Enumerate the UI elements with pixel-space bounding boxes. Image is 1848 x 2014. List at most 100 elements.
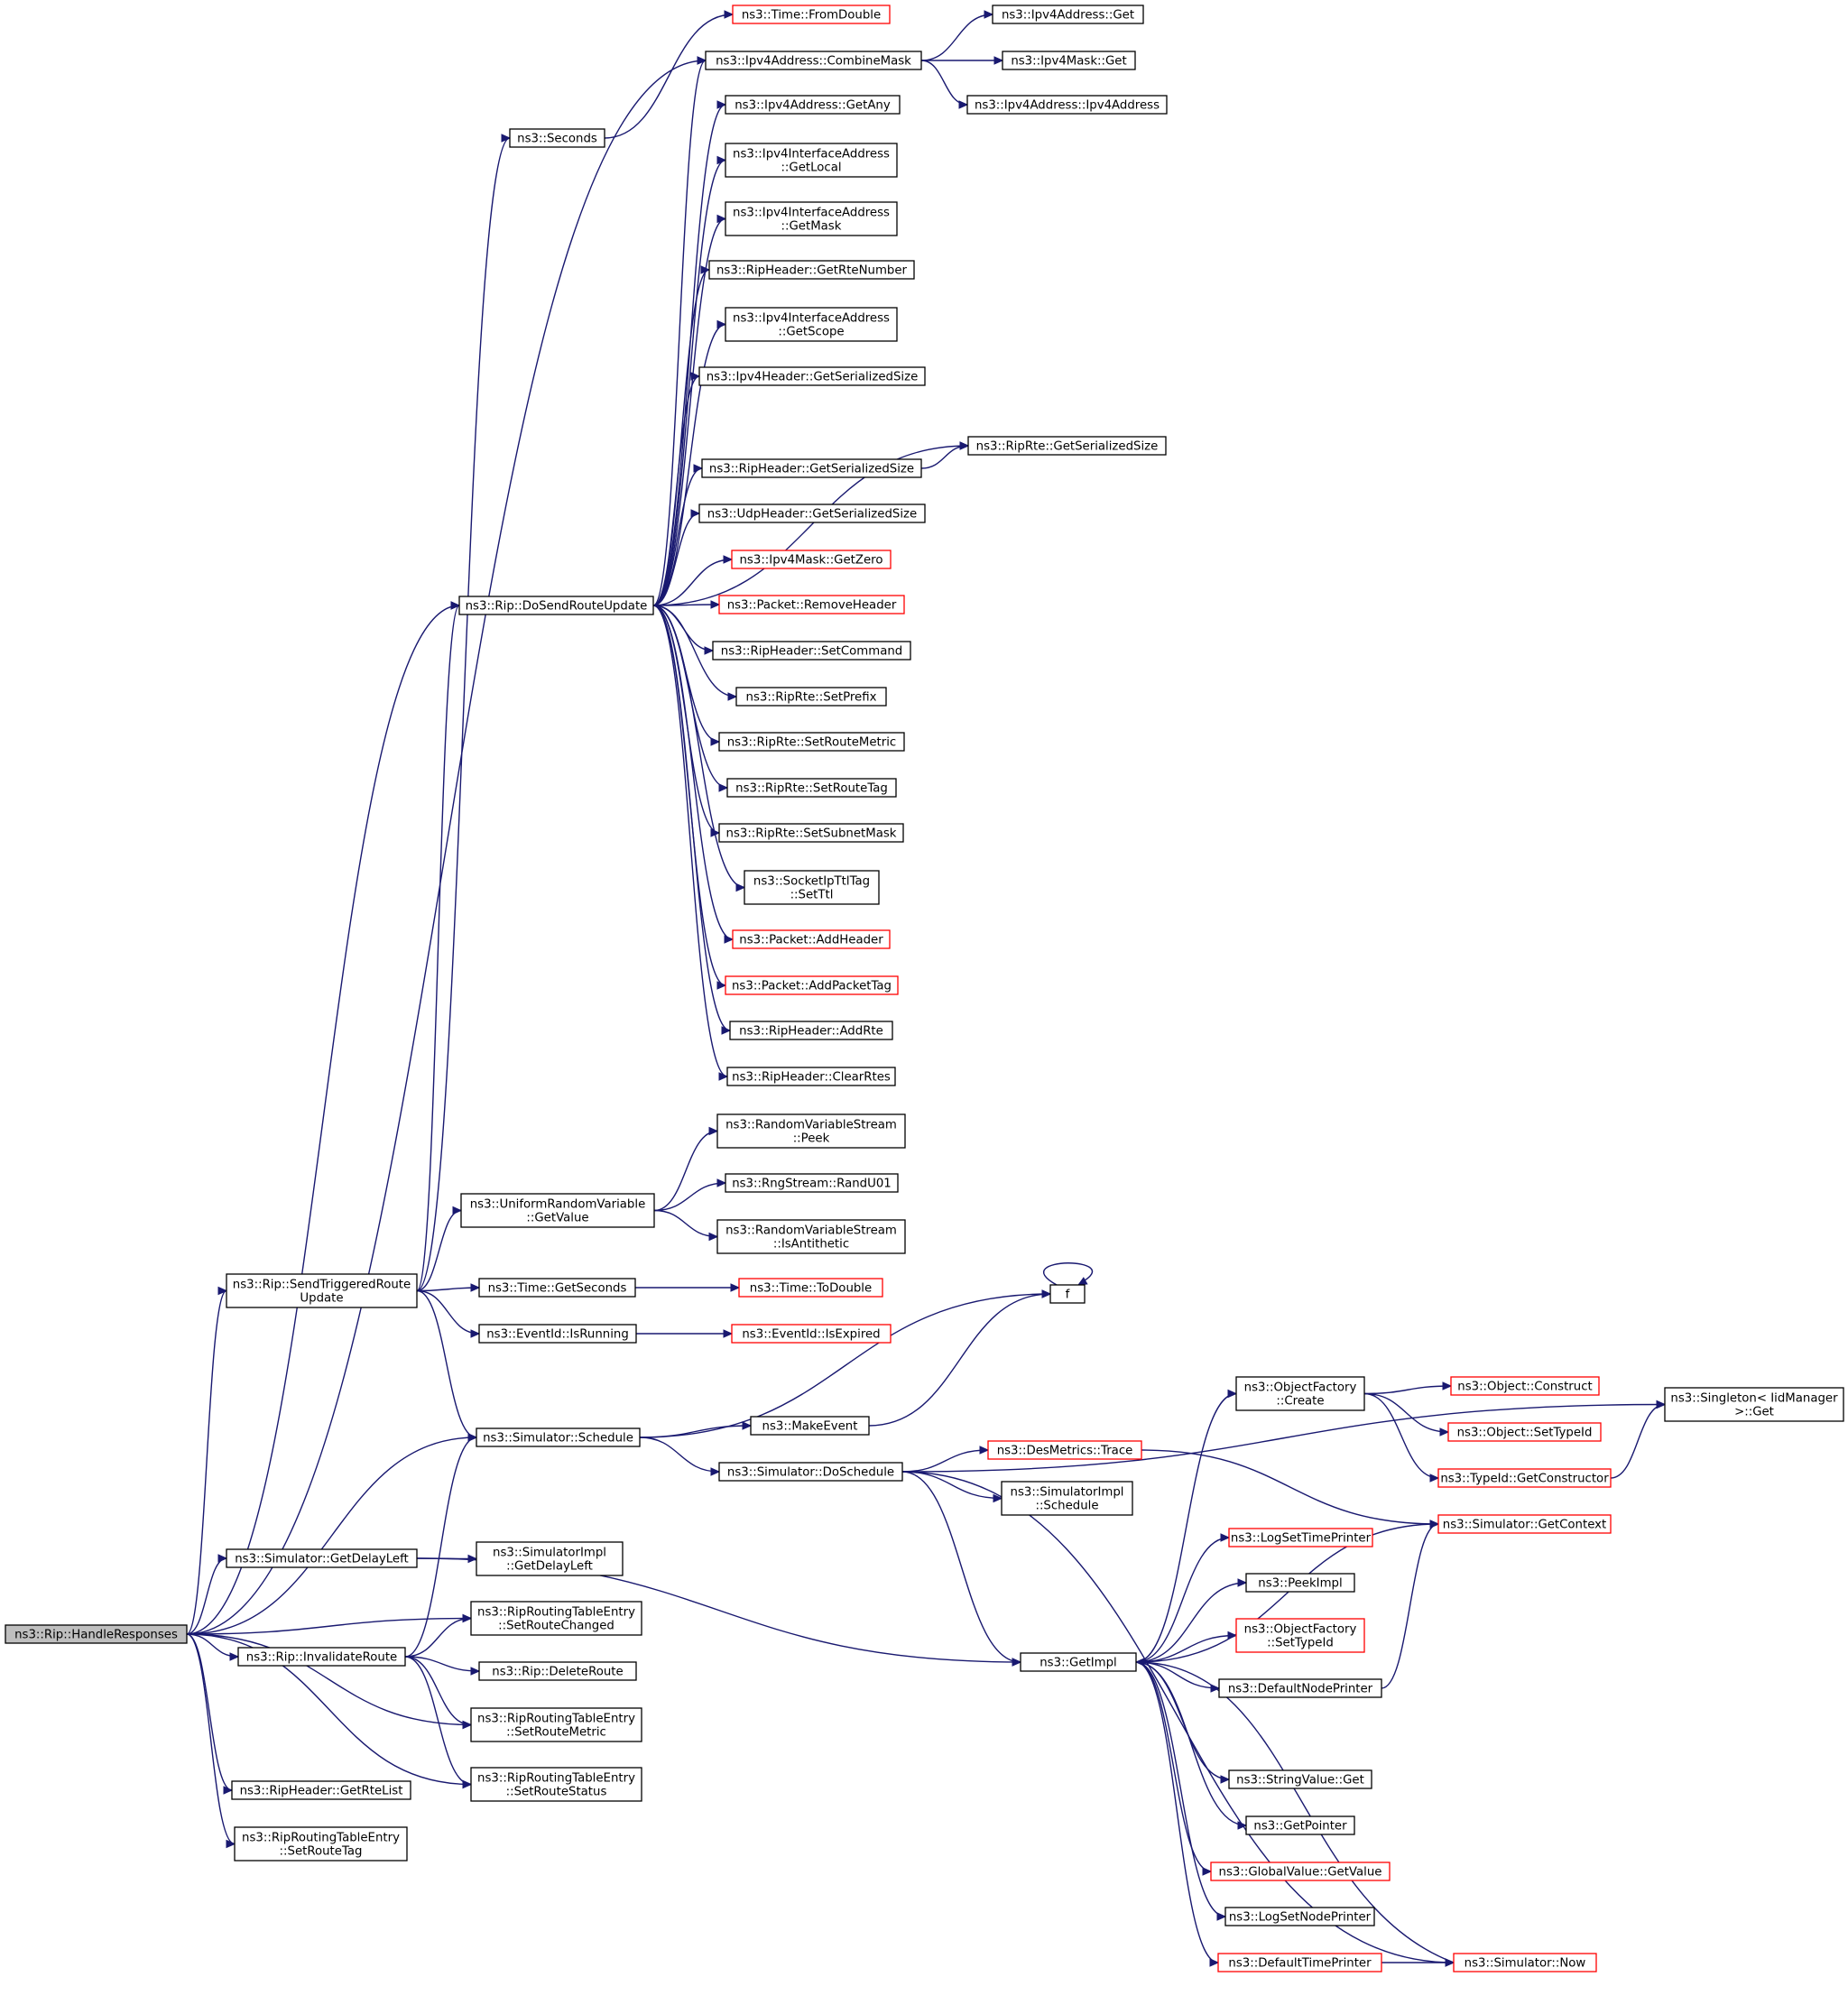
node-default-node-printer[interactable]: ns3::DefaultNodePrinter [1218, 1678, 1382, 1698]
node-label: ns3::Ipv4Mask::Get [1011, 55, 1126, 69]
node-clear-rtes[interactable]: ns3::RipHeader::ClearRtes [726, 1067, 896, 1086]
node-get-zero[interactable]: ns3::Ipv4Mask::GetZero [731, 550, 892, 569]
node-log-set-time-printer[interactable]: ns3::LogSetTimePrinter [1228, 1528, 1373, 1547]
node-peek[interactable]: ns3::RandomVariableStream::Peek [716, 1113, 906, 1149]
node-set-route-status[interactable]: ns3::RipRoutingTableEntry::SetRouteStatu… [470, 1767, 642, 1802]
node-set-route-tag-rte[interactable]: ns3::RipRte::SetRouteTag [726, 778, 897, 798]
node-string-value-get[interactable]: ns3::StringValue::Get [1228, 1769, 1372, 1789]
node-box [1235, 1618, 1365, 1653]
node-label: ns3::RipHeader::SetCommand [721, 645, 902, 659]
node-set-command[interactable]: ns3::RipHeader::SetCommand [712, 641, 911, 661]
node-label: ns3::RipRte::SetRouteTag [735, 782, 888, 796]
node-label: ns3::GlobalValue::GetValue [1219, 1866, 1382, 1880]
node-is-running[interactable]: ns3::EventId::IsRunning [478, 1324, 637, 1344]
node-set-ttl[interactable]: ns3::SocketIpTtlTag::SetTtl [744, 870, 880, 905]
node-obj-set-type-id[interactable]: ns3::Object::SetTypeId [1447, 1422, 1602, 1442]
node-urvget-value[interactable]: ns3::UniformRandomVariable::GetValue [460, 1193, 655, 1228]
node-get-delay-left[interactable]: ns3::Simulator::GetDelayLeft [226, 1548, 418, 1568]
node-delete-route[interactable]: ns3::Rip::DeleteRoute [478, 1661, 637, 1681]
node-box [987, 1440, 1142, 1460]
node-log-set-node-printer[interactable]: ns3::LogSetNodePrinter [1224, 1907, 1375, 1926]
node-box [1235, 1376, 1365, 1411]
node-label: ns3::RipRte::SetRouteMetric [727, 736, 897, 750]
node-add-rte[interactable]: ns3::RipHeader::AddRte [729, 1021, 893, 1040]
node-rip-rte-size[interactable]: ns3::RipRte::GetSerializedSize [967, 436, 1167, 456]
node-get-context[interactable]: ns3::Simulator::GetContext [1437, 1514, 1612, 1534]
node-get-any[interactable]: ns3::Ipv4Address::GetAny [725, 95, 901, 115]
node-des-trace[interactable]: ns3::DesMetrics::Trace [987, 1440, 1142, 1460]
node-set-prefix[interactable]: ns3::RipRte::SetPrefix [735, 687, 887, 707]
node-get-scope[interactable]: ns3::Ipv4InterfaceAddress::GetScope [725, 307, 898, 342]
node-get-rte-list[interactable]: ns3::RipHeader::GetRteList [231, 1780, 411, 1800]
node-time-get-seconds[interactable]: ns3::Time::GetSeconds [478, 1278, 636, 1298]
node-do-send-route-update[interactable]: ns3::Rip::DoSendRouteUpdate [458, 596, 654, 615]
node-ipv4-addr-ctor[interactable]: ns3::Ipv4Address::Ipv4Address [966, 95, 1168, 115]
node-sim-impl-get-delay-left[interactable]: ns3::SimulatorImpl::GetDelayLeft [476, 1541, 624, 1576]
node-rip-hdr-size[interactable]: ns3::RipHeader::GetSerializedSize [701, 458, 922, 478]
node-get-local[interactable]: ns3::Ipv4InterfaceAddress::GetLocal [725, 143, 898, 178]
node-box [718, 1462, 903, 1482]
node-rand-u01[interactable]: ns3::RngStream::RandU01 [725, 1173, 899, 1193]
node-ipv4-hdr-size[interactable]: ns3::Ipv4Header::GetSerializedSize [698, 366, 926, 386]
node-get-pointer[interactable]: ns3::GetPointer [1245, 1815, 1355, 1835]
node-to-double[interactable]: ns3::Time::ToDouble [738, 1278, 883, 1298]
node-label: ns3::Ipv4Address::GetAny [735, 99, 891, 113]
node-combine-mask[interactable]: ns3::Ipv4Address::CombineMask [705, 51, 922, 70]
node-label: ::Create [1276, 1395, 1324, 1409]
node-set-subnet-mask[interactable]: ns3::RipRte::SetSubnetMask [718, 823, 904, 843]
node-set-route-tag-entry[interactable]: ns3::RipRoutingTableEntry::SetRouteTag [234, 1826, 408, 1862]
node-remove-header[interactable]: ns3::Packet::RemoveHeader [718, 595, 905, 614]
node-get-rte-number[interactable]: ns3::RipHeader::GetRteNumber [708, 260, 915, 280]
node-make-event[interactable]: ns3::MakeEvent [750, 1416, 870, 1436]
node-box [478, 1661, 637, 1681]
node-ofset-type-id[interactable]: ns3::ObjectFactory::SetTypeId [1235, 1618, 1365, 1653]
node-handle-responses[interactable]: ns3::Rip::HandleResponses [5, 1624, 188, 1644]
node-get-impl[interactable]: ns3::GetImpl [1020, 1652, 1137, 1672]
node-do-schedule[interactable]: ns3::Simulator::DoSchedule [718, 1462, 903, 1482]
node-peek-impl[interactable]: ns3::PeekImpl [1245, 1573, 1355, 1593]
node-udp-hdr-size[interactable]: ns3::UdpHeader::GetSerializedSize [698, 504, 926, 523]
node-obj-construct[interactable]: ns3::Object::Construct [1450, 1376, 1600, 1396]
node-schedule[interactable]: ns3::Simulator::Schedule [476, 1427, 641, 1447]
edge-invalidate-route-to-set-route-metric-entry-arrowhead [462, 1720, 473, 1730]
node-ofcreate[interactable]: ns3::ObjectFactory::Create [1235, 1376, 1365, 1411]
edge-get-impl-to-ofcreate [1135, 1392, 1237, 1663]
node-box [967, 436, 1167, 456]
node-box [725, 1173, 899, 1193]
node-get-mask[interactable]: ns3::Ipv4InterfaceAddress::GetMask [725, 201, 898, 236]
node-default-time-printer[interactable]: ns3::DefaultTimePrinter [1217, 1953, 1382, 1972]
node-add-packet-tag[interactable]: ns3::Packet::AddPacketTag [725, 975, 899, 995]
node-box [476, 1427, 641, 1447]
node-label: ns3::Time::GetSeconds [488, 1282, 627, 1296]
node-is-antithetic[interactable]: ns3::RandomVariableStream::IsAntithetic [716, 1219, 906, 1254]
node-gvget-value[interactable]: ns3::GlobalValue::GetValue [1210, 1862, 1391, 1881]
node-get-constructor[interactable]: ns3::TypeId::GetConstructor [1437, 1468, 1612, 1488]
edge-do-send-route-update-to-combine-mask [652, 60, 707, 606]
node-sim-now[interactable]: ns3::Simulator::Now [1453, 1953, 1597, 1972]
node-box [729, 1021, 893, 1040]
node-invalidate-route[interactable]: ns3::Rip::InvalidateRoute [237, 1647, 406, 1667]
node-ipv4-addr-get[interactable]: ns3::Ipv4Address::Get [992, 5, 1144, 24]
node-box [470, 1707, 642, 1742]
node-box [1245, 1573, 1355, 1593]
node-label: ::SetRouteChanged [498, 1620, 614, 1633]
node-seconds[interactable]: ns3::Seconds [509, 128, 605, 148]
node-label: ns3::RipHeader::AddRte [739, 1025, 883, 1039]
node-is-expired[interactable]: ns3::EventId::IsExpired [731, 1324, 892, 1344]
node-add-header[interactable]: ns3::Packet::AddHeader [732, 929, 891, 949]
node-set-route-metric-entry[interactable]: ns3::RipRoutingTableEntry::SetRouteMetri… [470, 1707, 642, 1742]
node-from-double[interactable]: ns3::Time::FromDouble [732, 5, 891, 24]
edge-do-send-route-update-to-add-rte [652, 605, 731, 1031]
node-set-route-changed[interactable]: ns3::RipRoutingTableEntry::SetRouteChang… [470, 1601, 642, 1636]
node-sim-impl-schedule[interactable]: ns3::SimulatorImpl::Schedule [1001, 1481, 1133, 1516]
edge-urvget-value-to-is-antithetic-arrowhead [708, 1232, 719, 1242]
edge-do-send-route-update-to-add-header [652, 605, 734, 940]
node-ipv4-mask-get[interactable]: ns3::Ipv4Mask::Get [1002, 51, 1136, 70]
node-set-route-metric-rte[interactable]: ns3::RipRte::SetRouteMetric [718, 732, 905, 752]
edge-do-send-route-update-to-combine-mask-arrowhead [697, 56, 707, 65]
node-singleton-get[interactable]: ns3::Singleton< IidManager>::Get [1664, 1387, 1844, 1422]
edge-get-constructor-to-singleton-get [1610, 1403, 1666, 1479]
edge-send-triggered-to-schedule [416, 1289, 477, 1438]
node-f[interactable]: f [1049, 1284, 1086, 1304]
